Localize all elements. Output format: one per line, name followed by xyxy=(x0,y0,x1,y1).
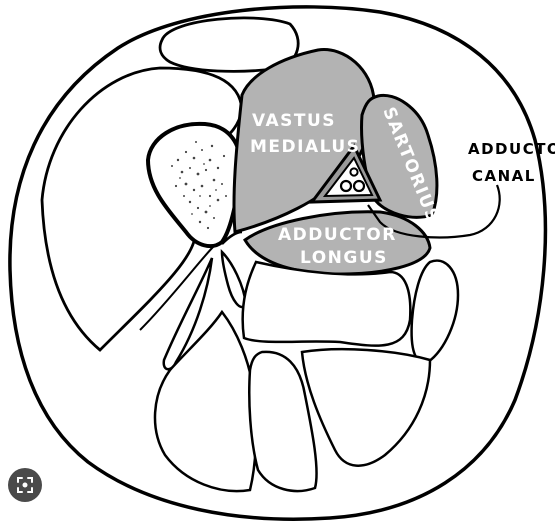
curved-sliver-compartment xyxy=(162,257,214,371)
adductor-canal-label-line1: ADDUCTOR xyxy=(468,140,555,158)
sartorius-muscle xyxy=(360,93,439,219)
femoral-vein xyxy=(352,179,366,193)
adductor-longus-label-line2: LONGUS xyxy=(300,248,388,268)
fascia-line-1 xyxy=(221,230,243,245)
adductor-canal-pointer-line xyxy=(367,184,501,239)
femoral-artery xyxy=(339,179,353,193)
femur-marrow-stipple xyxy=(171,141,227,230)
saphenous-nerve xyxy=(349,167,359,177)
small-sliver-compartment xyxy=(220,248,248,309)
fascia-line-2 xyxy=(139,245,215,331)
adductor-longus-label-line1: ADDUCTOR xyxy=(278,225,397,245)
visual-search-button[interactable] xyxy=(8,468,42,502)
adductor-magnus-outline xyxy=(241,260,412,347)
semimembranosus-outline xyxy=(300,347,432,467)
adductor-canal-label-line2: CANAL xyxy=(472,167,536,185)
vastus-medialis-label-line1: VASTUS xyxy=(252,111,336,131)
visual-search-icon xyxy=(17,477,33,493)
vastus-medialis-label-line2: MEDIALUS xyxy=(250,137,360,157)
semitendinosus-outline xyxy=(248,350,318,493)
